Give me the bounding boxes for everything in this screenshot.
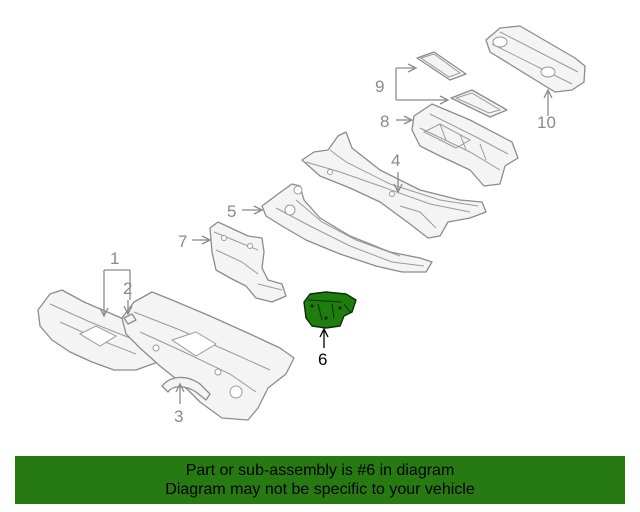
part-5-seal[interactable] xyxy=(261,183,433,273)
callout-8: 8 xyxy=(380,112,389,131)
leader-lines xyxy=(99,63,553,404)
part-1-bulkhead[interactable] xyxy=(37,289,295,421)
callout-3: 3 xyxy=(174,407,183,426)
info-banner: Part or sub-assembly is #6 in diagram Di… xyxy=(15,456,625,504)
part-7-bracket[interactable] xyxy=(209,221,287,303)
callout-2: 2 xyxy=(123,279,132,298)
banner-line-1: Part or sub-assembly is #6 in diagram xyxy=(185,462,455,479)
callout-1: 1 xyxy=(110,249,119,268)
part-2-fastener[interactable] xyxy=(123,313,137,325)
part-3-seal[interactable] xyxy=(161,376,211,401)
part-8-housing[interactable] xyxy=(411,103,519,187)
banner-line-2: Diagram may not be specific to your vehi… xyxy=(165,481,475,498)
callout-10: 10 xyxy=(537,113,556,132)
part-6-highlighted[interactable] xyxy=(303,291,357,329)
callout-7: 7 xyxy=(178,232,187,251)
callout-5: 5 xyxy=(227,202,236,221)
callout-6: 6 xyxy=(318,350,327,369)
part-10-cover[interactable] xyxy=(485,25,586,93)
callout-9: 9 xyxy=(375,77,384,96)
part-9-filters[interactable] xyxy=(416,51,508,118)
callout-4: 4 xyxy=(391,151,400,170)
